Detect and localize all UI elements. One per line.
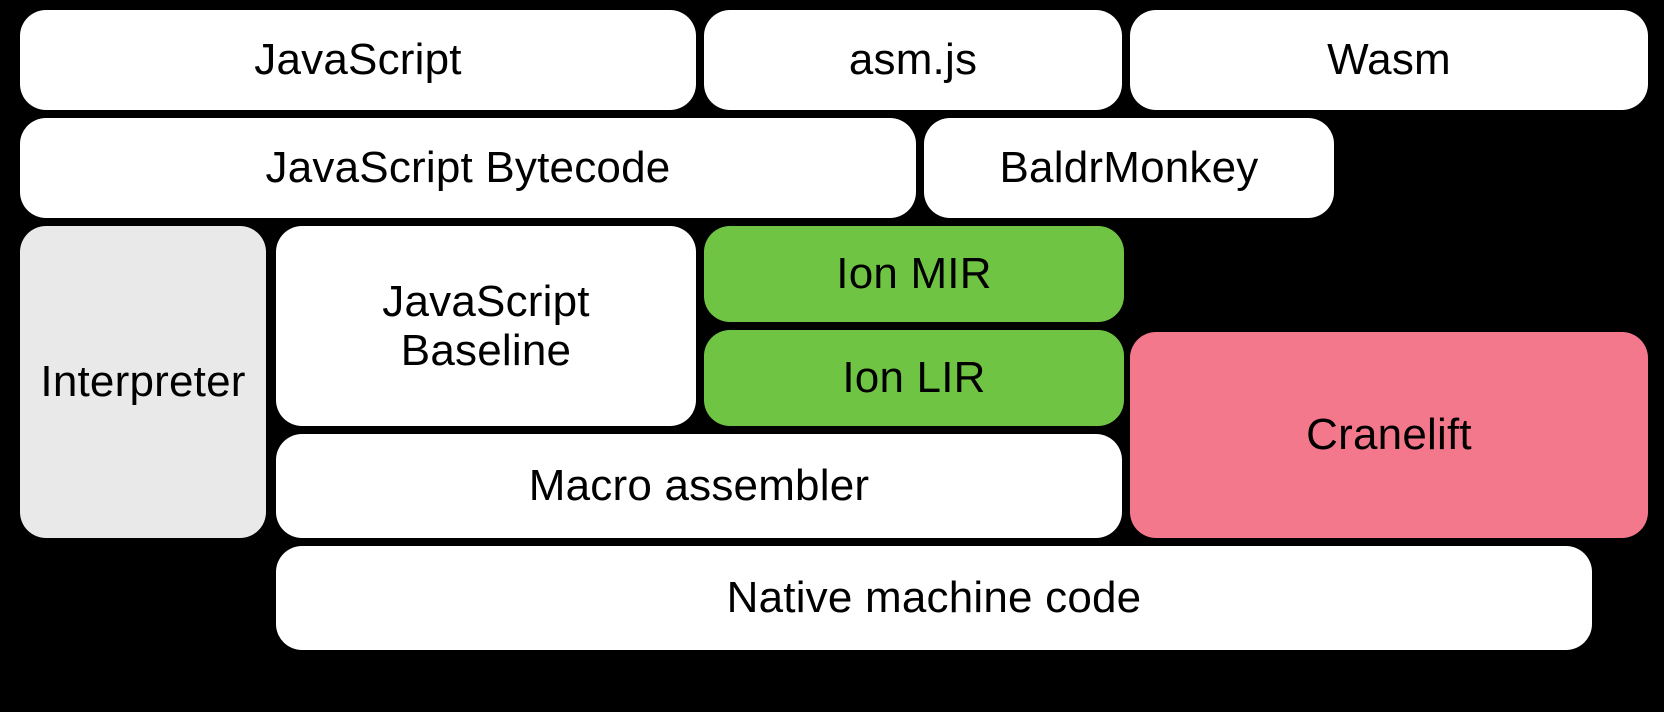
node-javascript-baseline[interactable]: JavaScript Baseline — [276, 226, 696, 426]
node-macro-assembler[interactable]: Macro assembler — [276, 434, 1122, 538]
node-javascript-bytecode[interactable]: JavaScript Bytecode — [20, 118, 916, 218]
node-asm-js[interactable]: asm.js — [704, 10, 1122, 110]
node-native-machine-code[interactable]: Native machine code — [276, 546, 1592, 650]
node-ion-lir[interactable]: Ion LIR — [704, 330, 1124, 426]
node-interpreter[interactable]: Interpreter — [20, 226, 266, 538]
node-cranelift[interactable]: Cranelift — [1130, 332, 1648, 538]
node-javascript[interactable]: JavaScript — [20, 10, 696, 110]
node-baldrmonkey[interactable]: BaldrMonkey — [924, 118, 1334, 218]
node-wasm[interactable]: Wasm — [1130, 10, 1648, 110]
node-ion-mir[interactable]: Ion MIR — [704, 226, 1124, 322]
